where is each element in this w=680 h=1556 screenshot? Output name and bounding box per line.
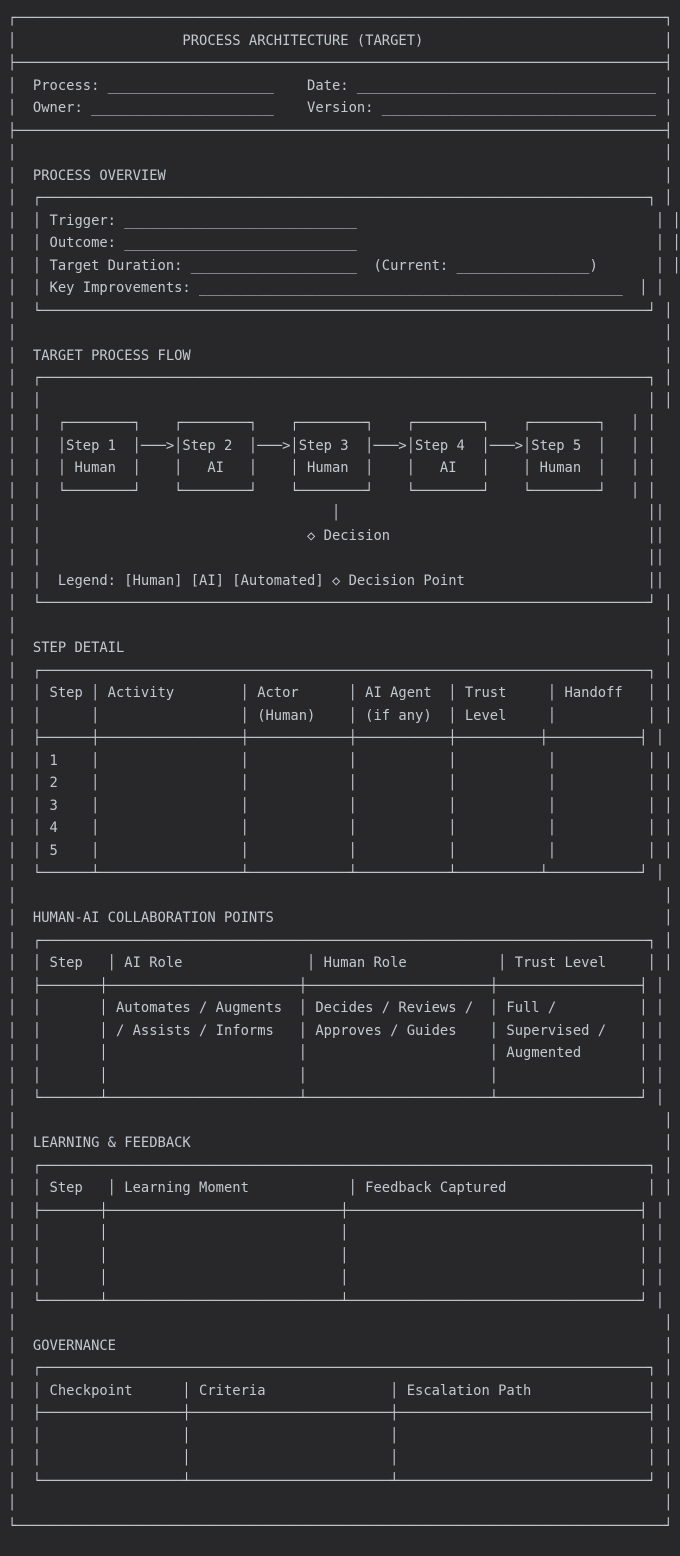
section-collaboration-points: │ HUMAN-AI COLLABORATION POINTS │ │ ┌───…	[8, 910, 673, 1129]
section-target-process-flow: │ TARGET PROCESS FLOW │ │ ┌─────────────…	[8, 347, 673, 634]
section-governance: │ GOVERNANCE │ │ ┌──────────────────────…	[8, 1337, 673, 1534]
section-step-detail: │ STEP DETAIL │ │ ┌─────────────────────…	[8, 640, 673, 904]
document-header: ┌───────────────────────────────────────…	[8, 10, 673, 139]
section-process-overview: │ │ │ PROCESS OVERVIEW │ │ ┌────────────…	[8, 145, 680, 341]
section-learning-feedback: │ LEARNING & FEEDBACK │ │ ┌─────────────…	[8, 1135, 673, 1331]
